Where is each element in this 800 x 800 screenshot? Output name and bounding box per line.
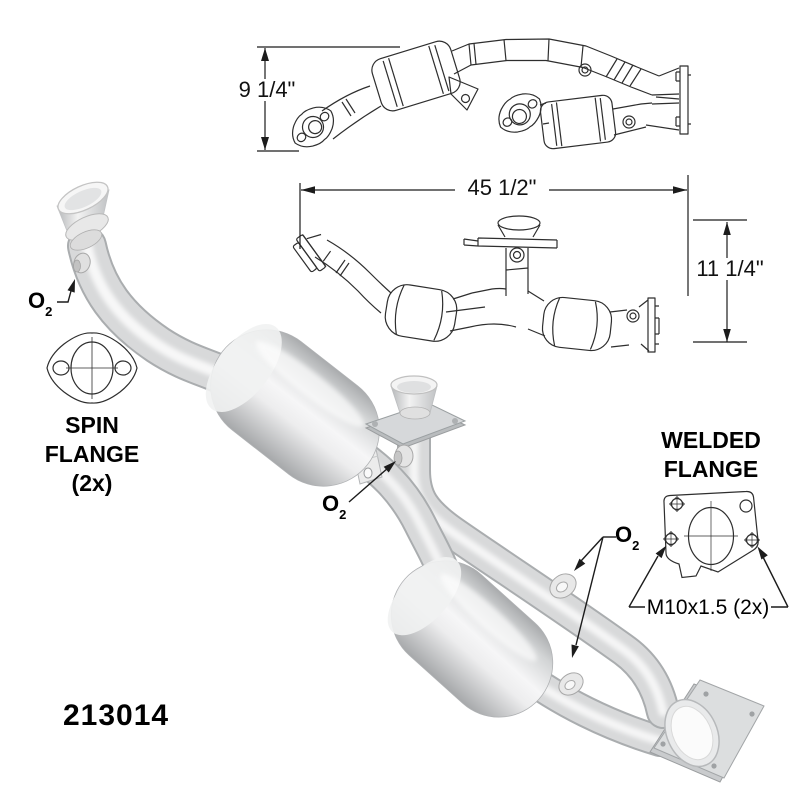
o2-subscript: 2 — [45, 304, 53, 320]
catalytic-converter-rear — [387, 557, 554, 718]
side-view-mid-inlet — [463, 215, 558, 296]
bolt-hole-top-left — [669, 496, 685, 512]
dimension-11-1-4 — [693, 219, 747, 343]
top-view-spin-flange-left — [291, 106, 335, 148]
dimension-label-inlet-depth: 9 1/4" — [229, 79, 305, 101]
o2-arrow-mid — [383, 461, 396, 473]
welded-flange-line2: FLANGE — [663, 456, 759, 482]
welded-flange-diagram — [663, 490, 760, 579]
top-inlet-funnel — [56, 181, 110, 251]
o2-sensor-label-front: O2 — [28, 288, 52, 319]
plain-hole-top-right — [739, 499, 753, 513]
spin-flange-line3: (2x) — [71, 470, 113, 496]
o2-symbol: O — [28, 288, 46, 313]
bolt-arrow-left — [655, 545, 667, 559]
top-view-bracket — [448, 76, 479, 111]
o2-symbol: O — [615, 522, 633, 547]
top-view-welded-flange-edge — [675, 65, 691, 135]
spin-flange-label: SPIN FLANGE (2x) — [32, 411, 152, 498]
side-view-inlet-flange — [292, 233, 332, 273]
o2-bung-outlet — [558, 672, 584, 696]
bolt-arrow-right — [757, 546, 768, 560]
top-view-art — [291, 38, 691, 150]
o2-bung-front — [73, 252, 91, 274]
spin-flange-line1: SPIN — [65, 412, 119, 438]
o2-arrow-front — [67, 279, 75, 293]
top-view-cat1 — [371, 40, 461, 112]
o2-arrow-outlet — [571, 644, 579, 658]
part-number: 213014 — [63, 699, 170, 732]
dimension-label-overall-height: 11 1/4" — [689, 258, 771, 280]
callout-leaders — [57, 279, 789, 658]
o2-symbol: O — [322, 491, 340, 516]
dimension-label-overall-length: 45 1/2" — [455, 177, 549, 199]
side-view-cat2 — [541, 296, 613, 352]
o2-subscript: 2 — [339, 507, 347, 523]
side-view-cat1 — [384, 284, 458, 342]
outlet-flange-3d — [649, 679, 765, 783]
o2-bung-mid — [393, 444, 414, 468]
o2-bung-branch — [549, 573, 577, 599]
mid-inlet-flange — [364, 375, 467, 449]
spin-flange-diagram — [46, 332, 138, 404]
top-view-spin-flange-mid — [498, 93, 542, 133]
bolt-hole-bottom-right — [744, 532, 760, 548]
side-view-outlet-flange — [647, 297, 660, 353]
top-view-cat2 — [539, 94, 617, 150]
welded-flange-label: WELDED FLANGE — [649, 426, 773, 484]
top-view-flex-hatch — [605, 58, 642, 87]
spin-flange-line2: FLANGE — [44, 441, 140, 467]
o2-arrow-branch — [574, 558, 586, 571]
o2-sensor-label-rear: O2 — [615, 522, 639, 553]
o2-subscript: 2 — [632, 538, 640, 554]
iso-render-art — [56, 181, 765, 783]
o2-sensor-label-mid: O2 — [322, 491, 346, 522]
catalytic-converter-front — [205, 323, 380, 487]
bolt-hole-bottom-left — [663, 531, 679, 547]
side-view-art — [292, 215, 660, 353]
welded-flange-line1: WELDED — [661, 427, 761, 453]
bolt-spec-label: M10x1.5 (2x) — [646, 596, 770, 619]
